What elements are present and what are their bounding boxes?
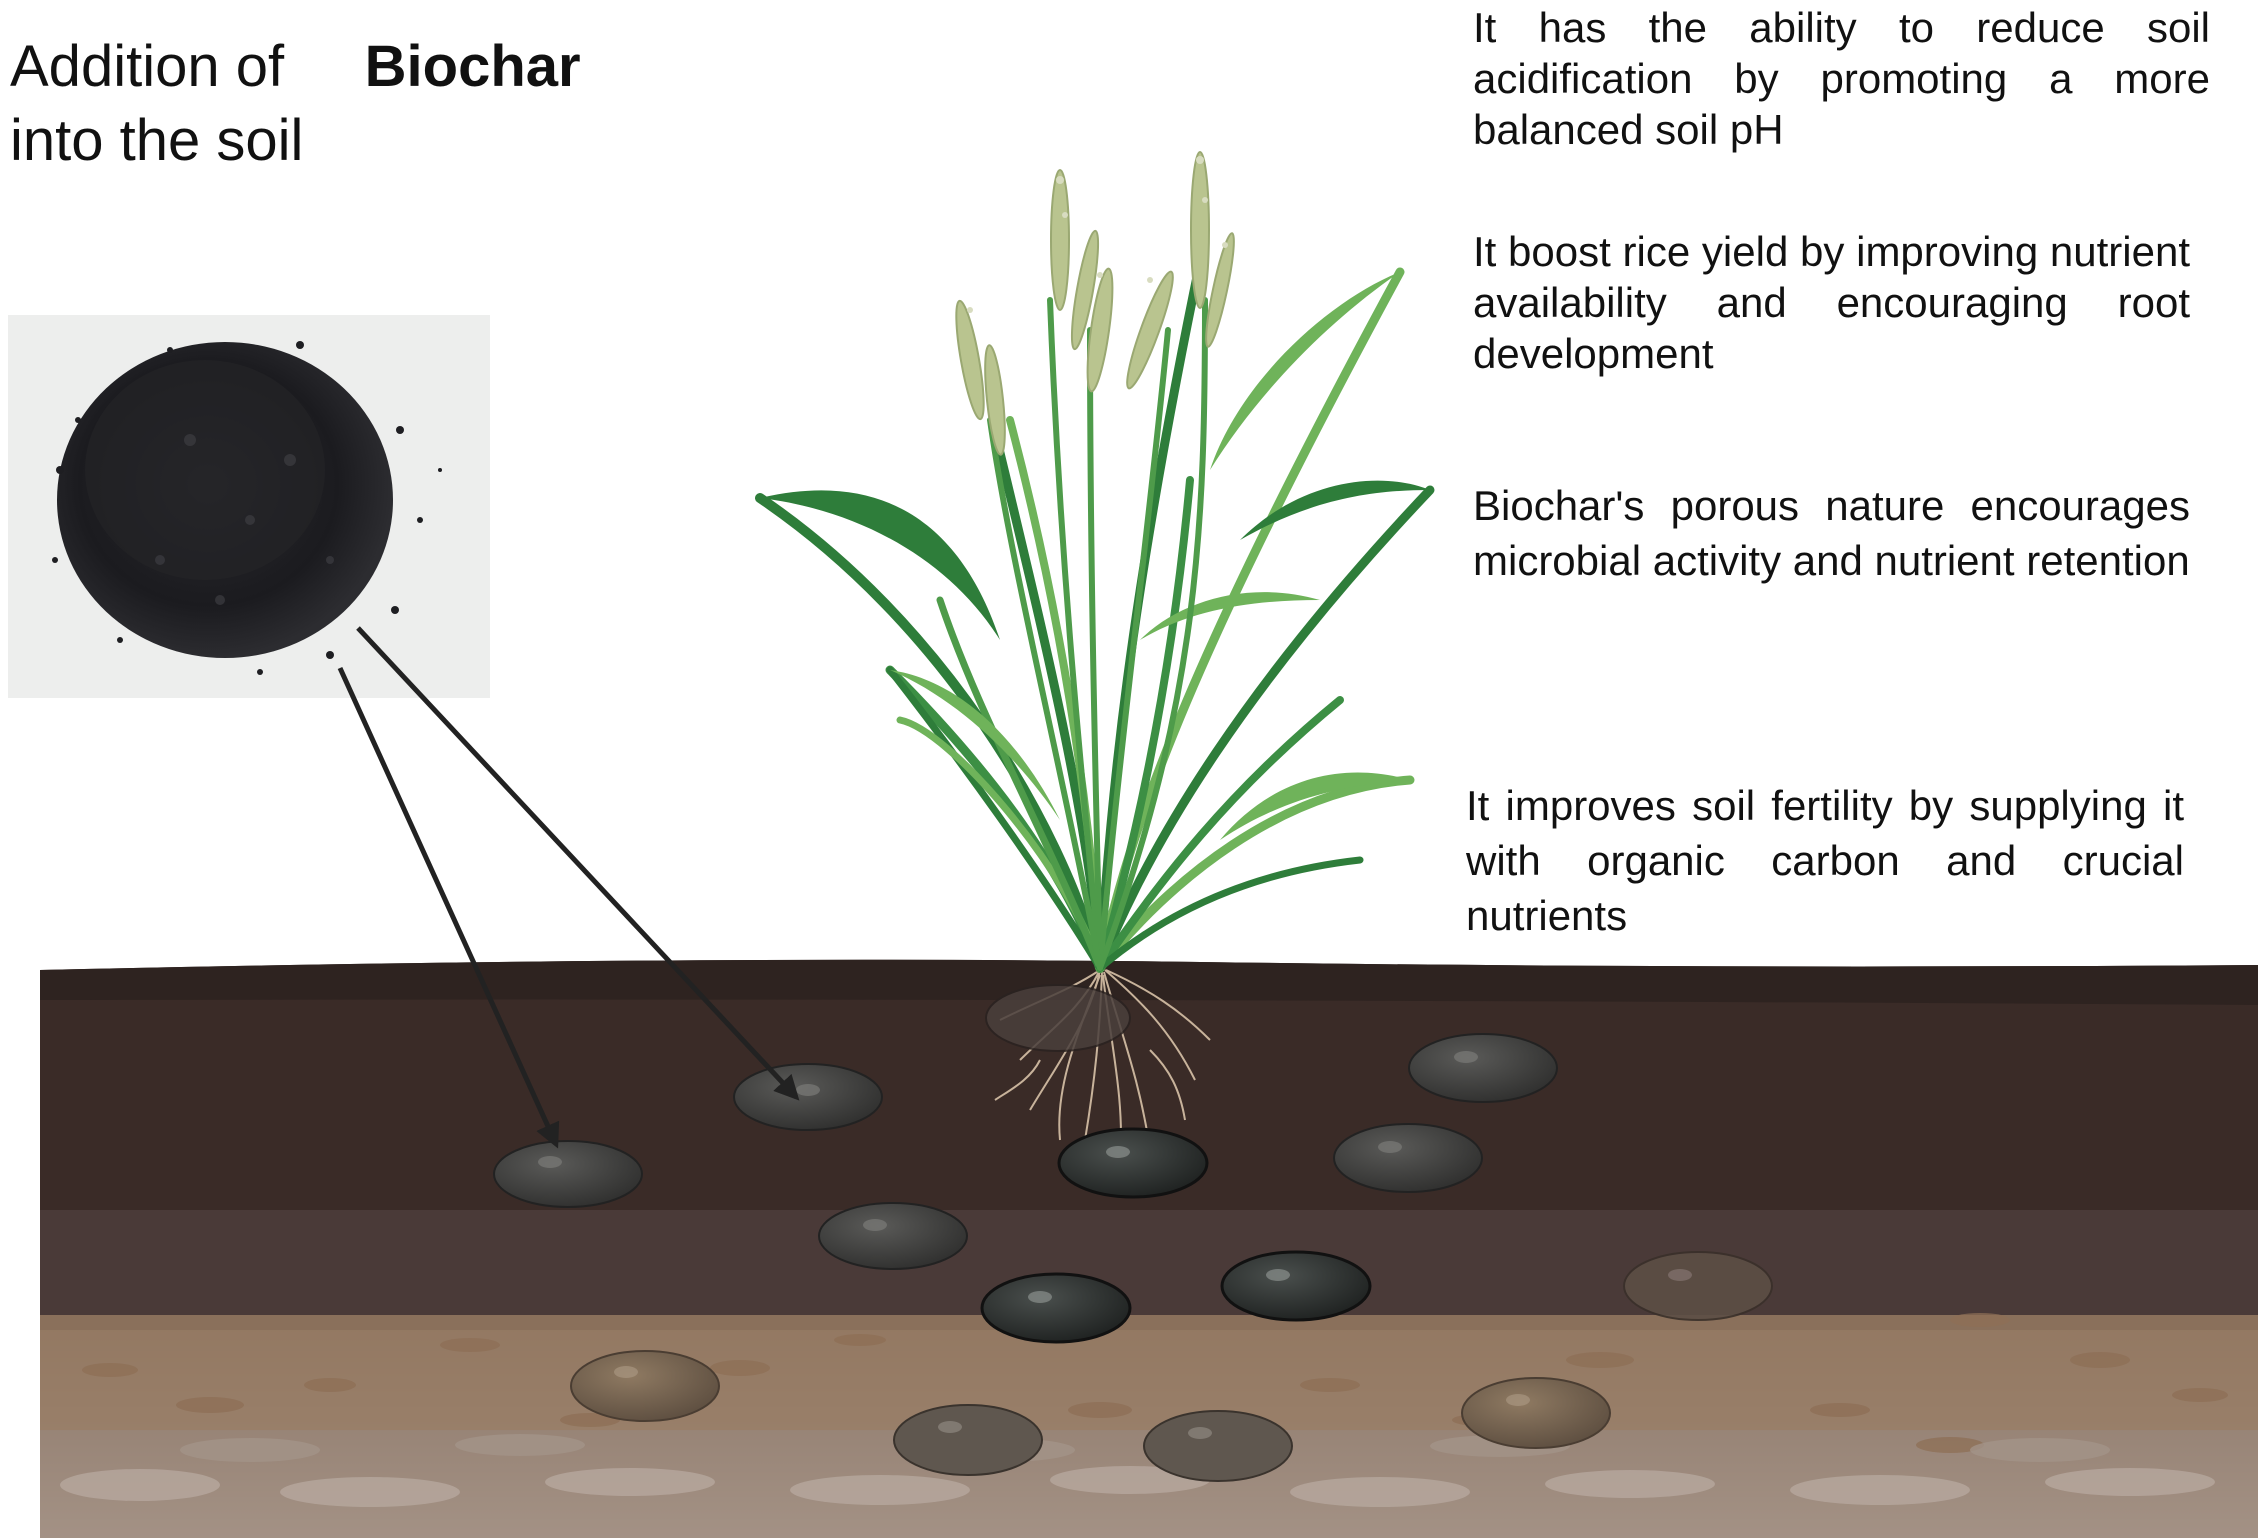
diagram-title: Addition of Biochar into the soil [10,30,650,178]
biochar-granule [980,1272,1132,1344]
benefit-soil-fertility: It improves soil fertility by supplying … [1466,782,2184,939]
arrow-to-granule-left [337,666,560,1149]
benefit-microbial-activity: Biochar's porous nature encourages micro… [1473,482,2190,584]
biochar-granule [1143,1410,1293,1482]
biochar-granule [493,1140,643,1208]
biochar-granule [1220,1250,1372,1322]
benefit-rice-yield: It boost rice yield by improving nutrien… [1473,228,2190,377]
biochar-granule [985,984,1131,1052]
title-suffix: into the soil [10,108,304,173]
biochar-granule [1461,1377,1611,1449]
biochar-granule [893,1404,1043,1476]
biochar-granule [733,1063,883,1131]
application-arrows [337,626,800,1149]
title-emphasis: Biochar [364,34,581,99]
biochar-granule [1408,1033,1558,1103]
biochar-granule [818,1202,968,1270]
biochar-granule [1333,1123,1483,1193]
biochar-granule [570,1350,720,1422]
biochar-photo [8,315,490,698]
rice-plant [755,151,1435,973]
biochar-granule [1623,1251,1773,1321]
biochar-granules [493,984,1773,1482]
title-prefix: Addition of [10,34,285,99]
benefit-soil-ph: It has the ability to reduce soil acidif… [1473,4,2210,153]
biochar-granule [1057,1127,1209,1199]
arrow-to-granule-center [356,626,800,1101]
